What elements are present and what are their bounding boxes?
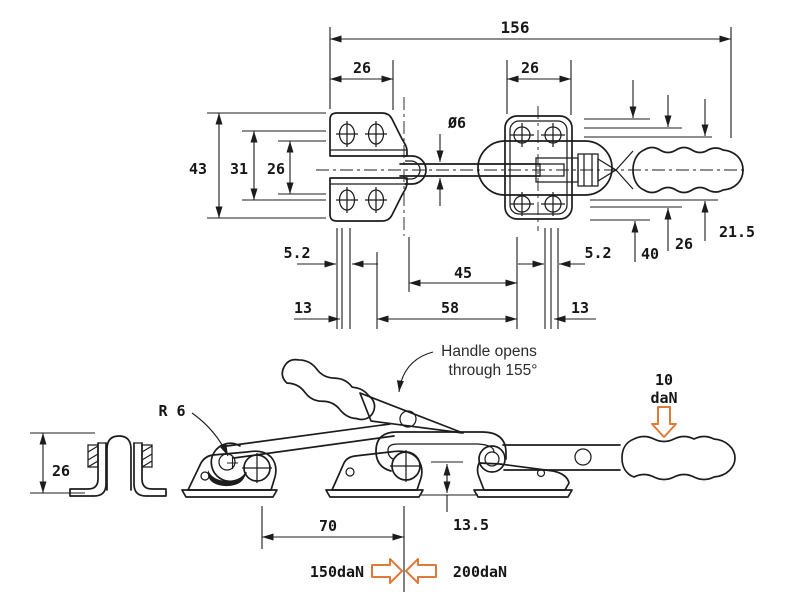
counter-force-arrow-icon [405, 558, 437, 584]
handle-force-unit-label: daN [650, 389, 677, 407]
dim-slot-center-span-label: 58 [441, 299, 459, 317]
hook-radius-leader [191, 412, 229, 457]
dim-hook-drop-label: 13.5 [453, 516, 489, 534]
dim-hole-row-height-label: 31 [230, 160, 248, 178]
dim-plate-height-label: 43 [189, 160, 207, 178]
dim-26-label: 26 [675, 235, 693, 253]
dim-inner-height-label: 26 [267, 160, 285, 178]
dim-base-span-label: 70 [319, 517, 337, 535]
dim-right-slot-spacing-label: 26 [521, 59, 539, 77]
dim-21-5-label: 21.5 [719, 223, 755, 241]
hook-radius-label: R 6 [158, 402, 185, 420]
end-view-bracket: 26 [30, 432, 167, 497]
handle-note-leader [396, 351, 434, 393]
dim-bracket-height-label: 26 [52, 462, 70, 480]
top-view-dimensions: 156 26 26 Ø6 43 31 26 5.2 5.2 45 58 [189, 18, 755, 329]
handle-force-arrow-icon [651, 406, 677, 438]
dim-right-edge-offset-label: 13 [571, 299, 589, 317]
clamp-body-plan [477, 115, 744, 220]
catch-loop [404, 155, 427, 185]
left-bracket-plan [329, 112, 427, 222]
dim-left-edge-offset-label: 13 [294, 299, 312, 317]
counter-force-label: 200daN [453, 563, 507, 581]
side-view: 26 [30, 343, 736, 592]
handle-lever [359, 392, 464, 434]
handle-force-value-label: 10 [655, 371, 673, 389]
latch-strap [375, 431, 507, 472]
loop-end-view [106, 435, 132, 491]
center-lines [316, 97, 746, 236]
dim-left-slot-width-label: 5.2 [283, 244, 310, 262]
dim-rod-diameter-label: Ø6 [447, 114, 466, 132]
hook-lip [207, 470, 246, 487]
mounting-slots [336, 121, 387, 213]
latch-mechanism [535, 150, 634, 190]
side-view-annotations: Handle opens through 155° R 6 13.5 70 15… [158, 343, 678, 592]
rivet-pins [510, 123, 565, 216]
handle-grip-plan [632, 146, 744, 194]
latch-arm [226, 423, 395, 459]
pull-force-arrow-icon [371, 558, 403, 584]
pull-force-label: 150daN [310, 563, 364, 581]
handle-grip-open [281, 358, 376, 421]
dim-hook-span-label: 45 [454, 264, 472, 282]
top-view: 156 26 26 Ø6 43 31 26 5.2 5.2 45 58 [189, 18, 755, 329]
dim-40-label: 40 [641, 245, 659, 263]
handle-note-line2: through 155° [449, 362, 538, 379]
closed-clamp-side [473, 435, 736, 498]
handle-grip-closed [621, 435, 736, 481]
draw-rod [399, 163, 541, 177]
dim-overall-length-label: 156 [501, 18, 530, 37]
dim-left-slot-spacing-label: 26 [353, 59, 371, 77]
handle-note-line1: Handle opens [441, 343, 537, 360]
dim-right-slot-width-label: 5.2 [584, 244, 611, 262]
